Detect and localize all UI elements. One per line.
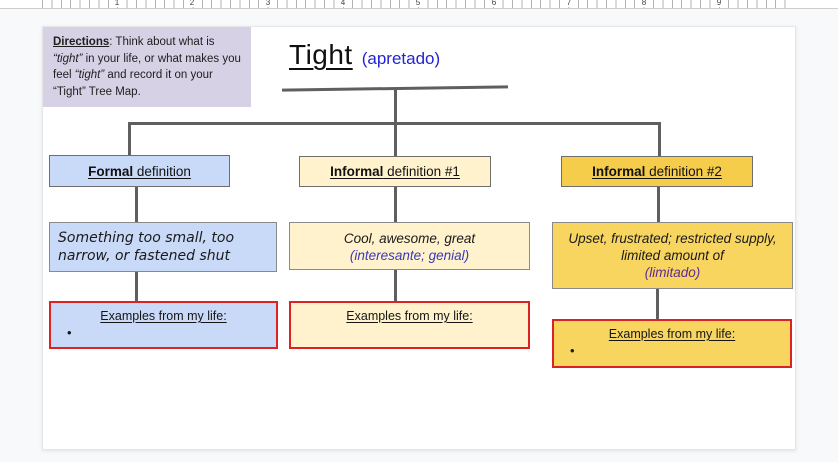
connector-line [135,272,138,301]
informal2-definition-header-box[interactable]: Informal definition #2 [561,156,753,187]
header-label: Informal definition #1 [330,164,460,179]
examples-label: Examples from my life: [100,309,227,323]
formal-definition-header-box[interactable]: Formal definition [49,155,230,187]
ruler-number: 6 [489,0,499,7]
connector-line [394,270,397,301]
directions-text-italic: “tight” [74,69,105,81]
directions-heading: Directions [53,36,110,48]
connector-line [394,187,397,222]
ruler[interactable]: 1 2 3 4 5 6 7 8 9 [0,0,838,9]
connector-line [656,289,659,319]
slide-page[interactable]: Directions: Think about what is “tight” … [42,26,796,450]
definition-text: limited amount of [621,248,724,263]
ruler-number: 8 [639,0,649,7]
bullet-point: • [570,343,575,358]
informal1-examples-box[interactable]: Examples from my life: [289,301,530,349]
ruler-number: 4 [338,0,348,7]
directions-text-italic: “tight” [53,52,83,65]
informal2-examples-box[interactable]: Examples from my life: • [552,319,792,368]
ruler-number: 5 [413,0,423,7]
ruler-number: 2 [187,0,197,7]
definition-text: narrow, or fastened shut [58,248,231,264]
ruler-number: 7 [564,0,574,7]
informal2-definition-text-box[interactable]: Upset, frustrated; restricted supply, li… [552,222,793,289]
definition-translation: (interesante; genial) [349,248,470,263]
tree-map-title[interactable]: Tight (apretado) [289,39,440,71]
informal1-definition-text-box[interactable]: Cool, awesome, great (interesante; genia… [289,222,530,270]
bullet-point: • [67,325,72,340]
ruler-number: 3 [263,0,273,7]
informal1-definition-header-box[interactable]: Informal definition #1 [299,156,491,187]
connector-line [128,123,131,156]
title-translation: (apretado) [361,49,441,68]
definition-translation: (limitado) [644,265,701,280]
connector-line [657,187,660,222]
ruler-number: 1 [112,0,122,7]
definition-text: Upset, frustrated; restricted supply, [568,231,777,246]
directions-text: : Think about what is [109,36,215,48]
definition-text: Cool, awesome, great [343,231,476,246]
examples-label: Examples from my life: [608,327,736,341]
directions-text: in your life, or what makes you feel [53,52,241,82]
directions-box[interactable]: Directions: Think about what is “tight” … [43,27,251,107]
header-label: Informal definition #2 [592,164,722,179]
formal-definition-text-box[interactable]: Something too small, too narrow, or fast… [49,222,277,272]
connector-line [128,122,661,125]
directions-text: and record it on your “Tight” Tree Map. [53,69,213,98]
title-word: Tight [289,39,353,70]
examples-label: Examples from my life: [346,309,473,323]
header-label: Formal definition [88,163,191,179]
formal-examples-box[interactable]: Examples from my life: • [49,301,278,349]
ruler-number: 9 [714,0,724,7]
connector-line [658,123,661,156]
definition-text: Something too small, too [58,230,235,246]
connector-line [135,187,138,222]
